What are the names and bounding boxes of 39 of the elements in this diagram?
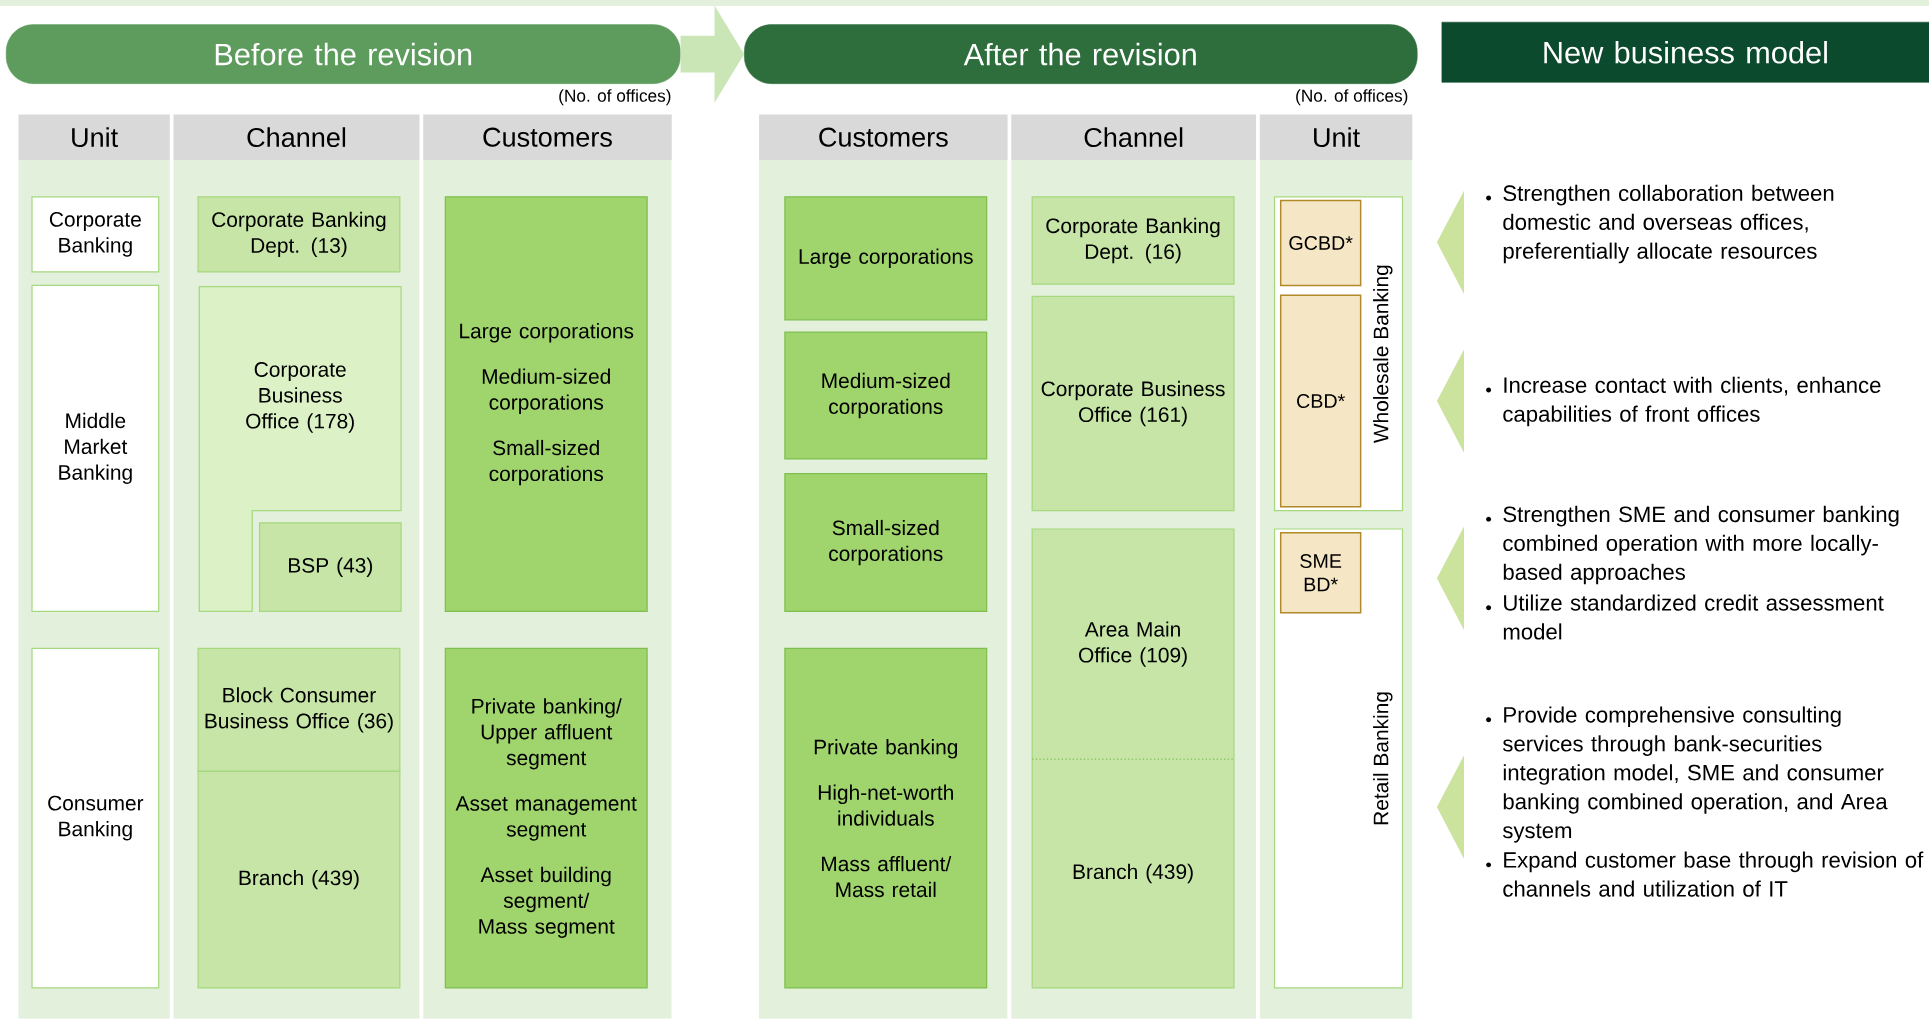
unit-note: (No. of offices) [1296, 89, 1408, 106]
customer-box: Private banking/ Upper affluent segment Asset management segment Asset building segment/ Mass segment [444, 647, 648, 989]
customer-box: Private banking High-net-worth individuals Mass affluent/ Mass retail [784, 647, 988, 989]
unit-note: (No. of offices) [559, 89, 671, 106]
department-box: GCBD* [1279, 200, 1362, 287]
column-header: Channel [173, 114, 420, 161]
bullet-point: Strengthen collaboration between domestic and overseas offices, preferentially allocate resources [1486, 184, 1834, 264]
channel-box: Branch (439) [197, 770, 401, 989]
customer-box: Large corporations Medium-sized corporations Small-sized corporations [444, 196, 648, 613]
bullet-point: Provide comprehensive consulting services through bank-securities integration model, SME and consumer banking combined operation, and Area system [1486, 706, 1888, 843]
customer-box: Large corporations [784, 196, 988, 321]
channel-box: Area Main Office (109) [1032, 529, 1234, 760]
column-header: Customers [759, 114, 1008, 161]
column-header: Channel [1011, 114, 1257, 161]
header-banner: Before the revision [5, 24, 681, 85]
node-label: Branch (439) [1073, 863, 1193, 884]
column-header: Unit [1259, 114, 1413, 161]
channel-box: Block Consumer Business Office (36) [197, 647, 401, 773]
channel-box: Corporate Business Office (161) [1031, 296, 1235, 512]
department-box: SME BD* [1279, 532, 1362, 614]
bullet-point: Strengthen SME and consumer banking combined operation with more locally-based approaches [1486, 506, 1899, 585]
column-header: Unit [18, 114, 170, 161]
unit-box: Middle Market Banking [31, 285, 160, 613]
header-banner: New business model [1441, 22, 1929, 83]
channel-box: Corporate Banking Dept. (13) [197, 196, 401, 273]
unit-box: Consumer Banking [31, 647, 160, 989]
bullet-point: Expand customer base through revision of channels and utilization of IT [1486, 851, 1924, 897]
unit-box: Corporate Banking [31, 196, 160, 273]
bullet-point: Utilize standardized credit assessment model [1486, 594, 1884, 640]
bullet-point: Increase contact with clients, enhance capabilities of front offices [1486, 376, 1881, 427]
channel-box: Corporate Banking Dept. (16) [1031, 196, 1235, 285]
column-header: Customers [423, 114, 672, 161]
customer-box: Small-sized corporations [784, 473, 988, 613]
customer-box: Medium-sized corporations [784, 331, 988, 460]
channel-box: Branch (439) [1032, 759, 1234, 989]
department-box: CBD* [1279, 294, 1362, 508]
channel-box: BSP (43) [258, 522, 402, 613]
node-label: Area Main Office (109) [1079, 621, 1187, 667]
header-banner: After the revision [744, 24, 1418, 85]
